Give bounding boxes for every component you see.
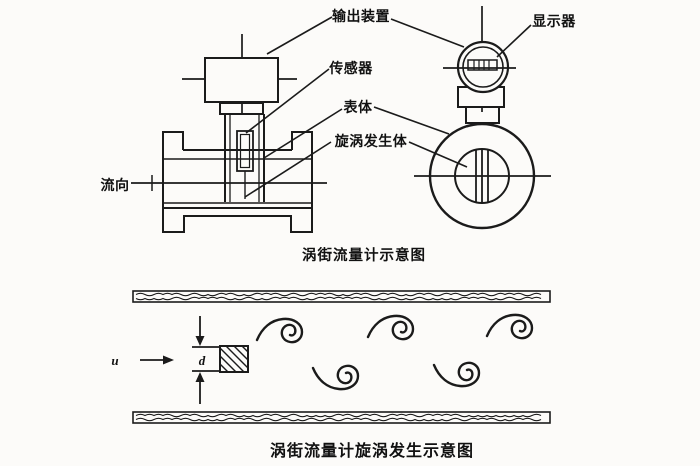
vortex-swirl-lower-1 <box>311 364 360 391</box>
display-label: 显示器 <box>532 14 576 30</box>
leader-display <box>496 24 532 58</box>
arrowhead-down <box>195 336 205 346</box>
vortex-swirl-upper-2 <box>366 314 415 341</box>
vortex-street <box>255 313 534 391</box>
leader-meter-body-right <box>373 106 450 135</box>
pipe-wall-bottom <box>132 411 551 424</box>
bottom-figure-caption: 涡街流量计旋涡发生示意图 <box>270 441 474 460</box>
arrowhead-up <box>195 372 205 382</box>
display-bezel-outer <box>456 40 510 94</box>
collar <box>219 102 264 115</box>
flow-velocity-arrow: u <box>111 353 174 368</box>
meter-body-outline <box>162 131 313 233</box>
hatch-lines <box>219 345 249 373</box>
top-figure-caption: 涡街流量计示意图 <box>302 246 426 264</box>
leader-vortex-generator-left <box>244 141 332 198</box>
flowmeter-front-view <box>414 6 551 230</box>
sensor-label: 传感器 <box>328 60 373 77</box>
bluff-body-dimension: d <box>192 316 220 404</box>
arrowhead-right <box>163 355 174 365</box>
output-device-box <box>204 57 279 103</box>
flowmeter-side-view: 流向 <box>101 34 327 233</box>
vortex-swirl-lower-2 <box>432 361 481 388</box>
vortex-generator-front <box>475 149 489 203</box>
flow-direction-label: 流向 <box>101 177 130 194</box>
callouts: 输出装置 显示器 传感器 表体 旋涡发生体 <box>244 8 576 198</box>
vortex-generator-label: 旋涡发生体 <box>334 133 408 150</box>
output-device-label: 输出装置 <box>332 8 390 25</box>
leader-meter-body-left <box>263 108 343 159</box>
width-label: d <box>199 353 206 368</box>
leader-output-device-left <box>266 16 333 55</box>
pipe-wall-top <box>132 290 551 303</box>
vortex-swirl-upper-3 <box>485 313 534 340</box>
leader-sensor <box>245 68 330 134</box>
meter-body-label: 表体 <box>343 99 373 116</box>
vortex-swirl-upper-1 <box>255 317 304 344</box>
leader-vortex-generator-right <box>408 141 468 168</box>
velocity-label: u <box>111 353 118 368</box>
vortex-shedding-figure: u d <box>111 290 551 424</box>
meter-body-feet <box>162 208 313 233</box>
display-bezel-inner <box>462 46 504 88</box>
bluff-body-block <box>219 345 249 373</box>
leader-output-device-right <box>390 18 465 48</box>
